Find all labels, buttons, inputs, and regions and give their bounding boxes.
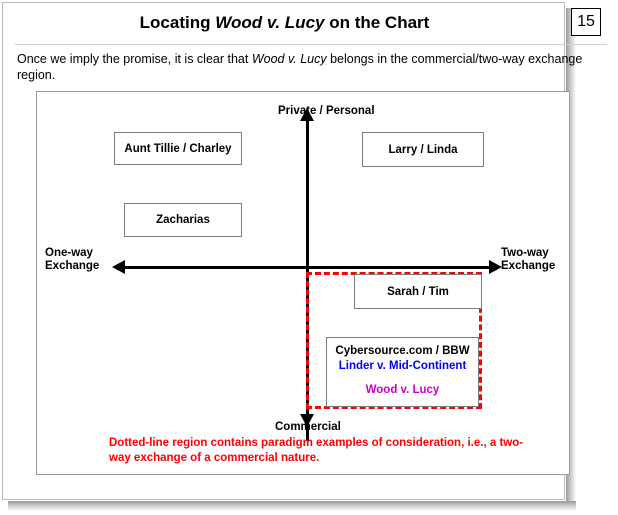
title-divider <box>15 44 607 45</box>
window-shadow-right <box>566 8 576 505</box>
horizontal-axis-line <box>121 266 492 269</box>
chart-node-cybersource-group[interactable]: Cybersource.com / BBW Linder v. Mid-Cont… <box>326 337 479 407</box>
axis-arrow-up-icon <box>300 108 314 121</box>
axis-arrow-down-icon <box>300 414 314 427</box>
intro-post: belongs in the commercial/two-way exchan… <box>17 52 583 82</box>
axis-label-private-personal: Private / Personal <box>278 105 375 117</box>
axis-label-two-way-line1: Two-way <box>501 247 549 259</box>
axis-label-one-way-line2: Exchange <box>45 260 100 272</box>
page-number-badge: 15 <box>571 8 601 36</box>
axis-label-two-way-line2: Exchange <box>501 260 556 272</box>
chart-node-zacharias[interactable]: Zacharias <box>124 203 242 237</box>
chart-node-sarah-tim[interactable]: Sarah / Tim <box>354 274 482 309</box>
dashed-region-caption: Dotted-line region contains paradigm exa… <box>109 437 524 464</box>
page-title-pre: Locating <box>139 13 216 32</box>
dashed-highlight-region <box>306 272 482 409</box>
window-shadow-bottom <box>8 501 576 511</box>
intro-paragraph: Once we imply the promise, it is clear t… <box>17 51 601 83</box>
axis-label-one-way-line1: One-way <box>45 247 93 259</box>
intro-pre: Once we imply the promise, it is clear t… <box>17 52 252 66</box>
page-title-post: on the Chart <box>324 13 430 32</box>
axis-arrow-left-icon <box>112 260 125 274</box>
page-title: Locating Wood v. Lucy on the Chart <box>3 13 566 33</box>
chart-node-linder-v-mid-continent: Linder v. Mid-Continent <box>338 360 467 372</box>
intro-case-name: Wood v. Lucy <box>251 52 327 66</box>
chart-node-wood-v-lucy: Wood v. Lucy <box>365 384 440 396</box>
chart-node-cybersource-bbw: Cybersource.com / BBW <box>335 345 470 357</box>
axis-label-commercial: Commercial <box>275 421 341 433</box>
chart-node-larry-linda[interactable]: Larry / Linda <box>362 132 484 167</box>
axis-arrow-right-icon <box>489 260 502 274</box>
slide-window: Locating Wood v. Lucy on the Chart Once … <box>2 2 607 500</box>
page-title-case-name: Wood v. Lucy <box>215 13 325 32</box>
chart-node-aunt-tillie-charley[interactable]: Aunt Tillie / Charley <box>114 132 242 165</box>
